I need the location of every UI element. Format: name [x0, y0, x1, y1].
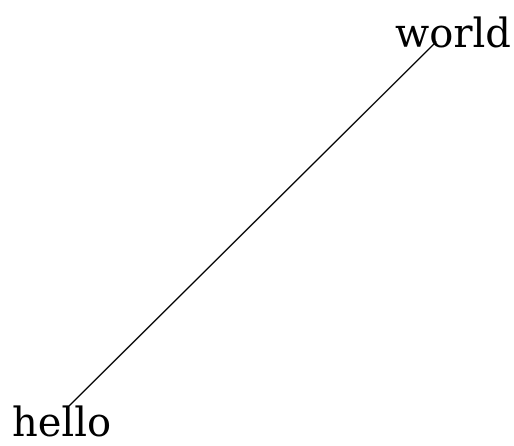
- node-world-label: world: [395, 11, 511, 57]
- node-hello-label: hello: [12, 400, 111, 446]
- edge-hello-world: [66, 41, 437, 409]
